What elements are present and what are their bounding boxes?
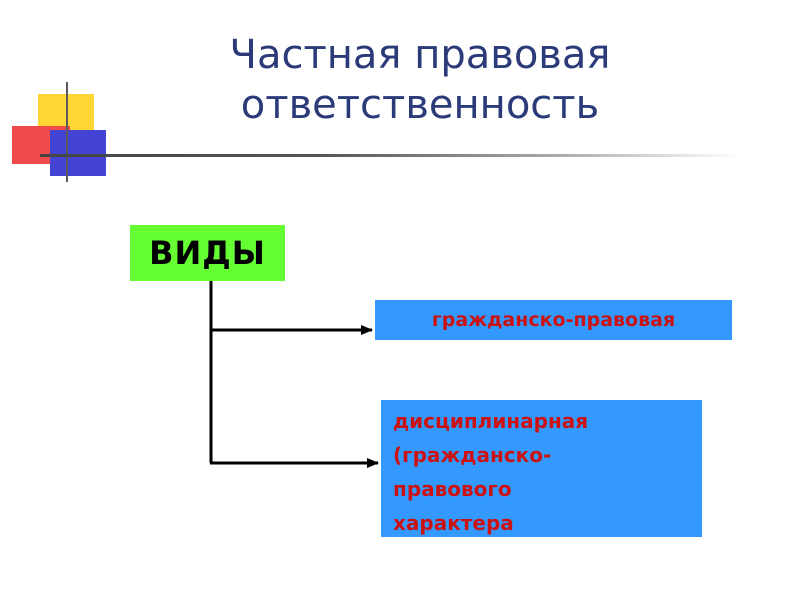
slide-title: Частная правовая ответственность <box>150 30 690 130</box>
node-disciplinary-line-1: дисциплинарная <box>393 409 589 433</box>
slide-title-line-1: Частная правовая <box>229 32 611 78</box>
node-disciplinary-line-3: правового <box>393 477 512 501</box>
node-disciplinary-line-2: (гражданско- <box>393 443 552 467</box>
node-disciplinary: дисциплинарная (гражданско- правового ха… <box>381 400 702 537</box>
slide-title-line-2: ответственность <box>240 82 600 128</box>
node-civil-law: гражданско-правовая <box>375 300 732 340</box>
root-node-label: ВИДЫ <box>149 234 266 272</box>
node-civil-law-label: гражданско-правовая <box>431 309 676 331</box>
vertical-rule-decoration <box>66 82 68 182</box>
node-disciplinary-line-4: характера <box>393 511 514 535</box>
root-node-vidy: ВИДЫ <box>130 225 285 281</box>
blue-square-decoration <box>50 130 106 176</box>
title-underline <box>40 154 740 157</box>
